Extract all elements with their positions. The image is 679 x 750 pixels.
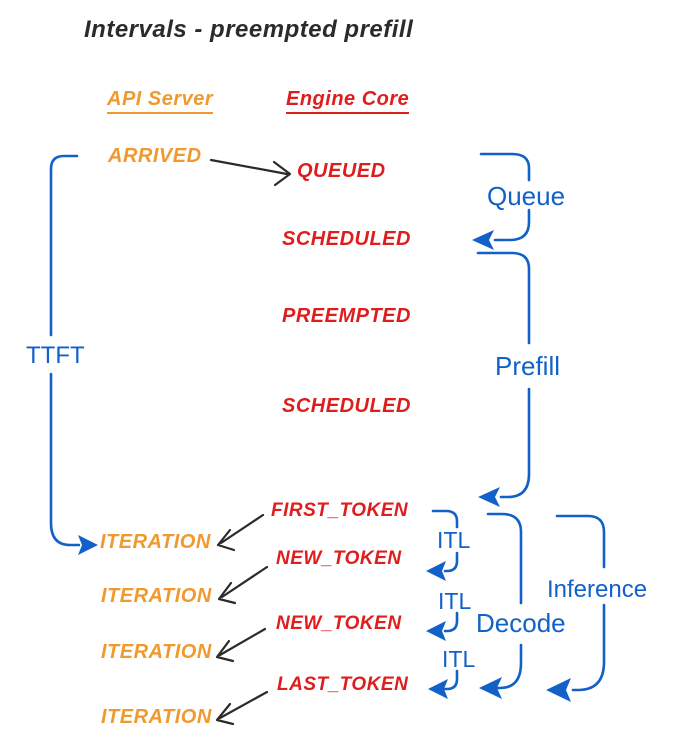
itl-interval-label-1: ITL — [437, 527, 471, 553]
itl-arrowhead-2-icon — [426, 621, 446, 641]
event-last-token: LAST_TOKEN — [277, 674, 409, 695]
prefill-interval-label: Prefill — [495, 351, 561, 381]
event-preempted: PREEMPTED — [282, 305, 411, 327]
decode-interval-label: Decode — [476, 608, 566, 638]
event-scheduled-1: SCHEDULED — [282, 228, 411, 250]
itl-arrowhead-1-icon — [426, 561, 446, 581]
ttft-arrowhead-icon — [78, 535, 98, 555]
new-token1-to-iteration-arrow — [217, 565, 269, 605]
ttft-bracket — [49, 154, 98, 555]
event-iteration-3: ITERATION — [101, 641, 212, 663]
first-token-to-iteration-arrow — [216, 513, 265, 552]
itl-bracket-2 — [426, 611, 459, 641]
queue-interval-label: Queue — [487, 181, 566, 211]
queue-bracket — [472, 152, 531, 250]
itl-bracket-1 — [426, 509, 459, 581]
itl-bracket-3 — [428, 669, 459, 699]
event-iteration-4: ITERATION — [101, 706, 212, 728]
event-iteration-1: ITERATION — [100, 531, 211, 553]
event-first-token: FIRST_TOKEN — [271, 500, 409, 521]
decode-arrowhead-icon — [479, 677, 502, 699]
event-scheduled-2: SCHEDULED — [282, 395, 411, 417]
diagram-title: Intervals - preempted prefill — [84, 16, 414, 43]
event-iteration-2: ITERATION — [101, 585, 212, 607]
itl-interval-label-3: ITL — [442, 646, 476, 672]
event-queued: QUEUED — [297, 160, 386, 182]
event-new-token-2: NEW_TOKEN — [276, 613, 402, 634]
prefill-arrowhead-icon — [478, 487, 500, 507]
engine-core-column-header: Engine Core — [286, 88, 410, 114]
new-token2-to-iteration-arrow — [215, 627, 267, 663]
ttft-interval-label: TTFT — [26, 342, 85, 369]
decode-bracket — [479, 512, 523, 699]
api-server-column-header: API Server — [107, 88, 214, 114]
last-token-to-iteration-arrow — [215, 690, 269, 726]
inference-bracket — [546, 514, 606, 702]
prefill-bracket — [476, 251, 531, 507]
event-new-token-1: NEW_TOKEN — [276, 548, 402, 569]
inference-arrowhead-icon — [546, 678, 571, 702]
event-arrived: ARRIVED — [108, 145, 202, 167]
inference-interval-label: Inference — [547, 576, 648, 603]
arrived-to-queued-arrow — [209, 158, 292, 187]
itl-interval-label-2: ITL — [438, 588, 472, 614]
queue-arrowhead-icon — [472, 230, 494, 250]
itl-arrowhead-3-icon — [428, 679, 448, 699]
